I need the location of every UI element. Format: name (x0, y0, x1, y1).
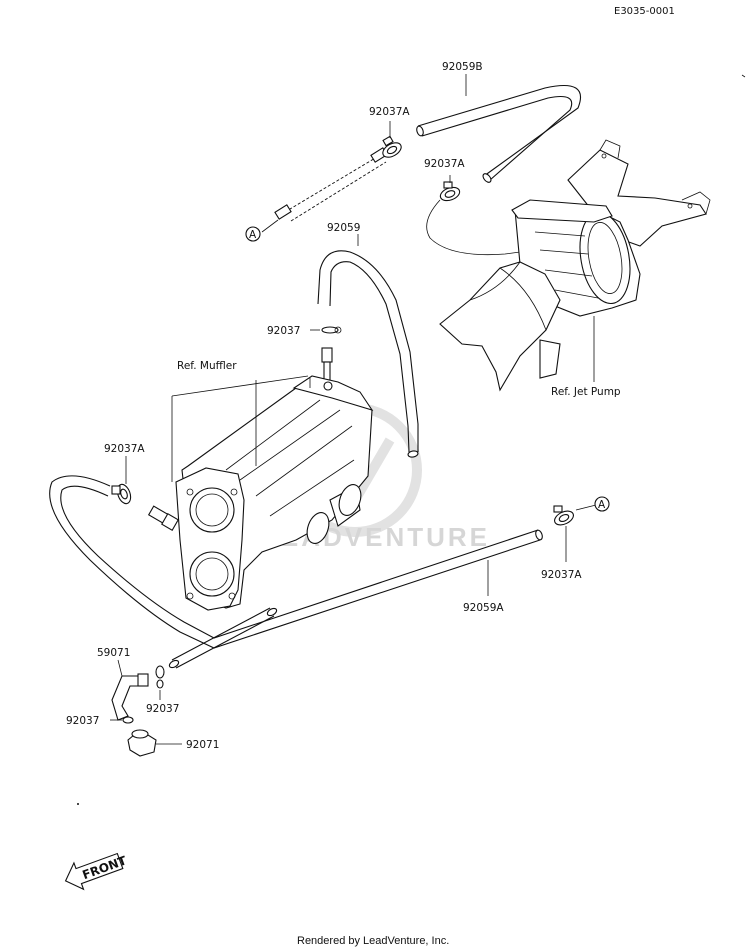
label-92037-clip: 92037 (267, 325, 300, 337)
hose-92059B (416, 84, 582, 183)
clip-92037-mid (155, 665, 165, 700)
elbow-59071 (111, 659, 149, 721)
front-arrow: FRONT (64, 852, 129, 891)
clamp-92037A-pump (426, 175, 521, 256)
callout-a-top: A (245, 226, 261, 242)
label-92037A-left: 92037A (104, 443, 145, 455)
footer-credit: Rendered by LeadVenture, Inc. (297, 935, 449, 947)
label-92071: 92071 (186, 739, 219, 751)
muffler (171, 375, 374, 611)
label-ref-muffler: Ref. Muffler (177, 360, 237, 372)
clamp-92037A-top (382, 121, 402, 158)
clip-92037-low (110, 716, 134, 724)
label-59071: 59071 (97, 647, 130, 659)
clamp-92037A-left (111, 456, 132, 505)
label-92037A-right: 92037A (541, 569, 582, 581)
label-92037A-top: 92037A (369, 106, 410, 118)
hidden-hose-top (261, 147, 388, 233)
label-92059A: 92059A (463, 602, 504, 614)
clip-92037 (310, 326, 342, 334)
clamp-92037A-right (553, 504, 597, 562)
label-92037A-pump: 92037A (424, 158, 465, 170)
callout-a-top-text: A (249, 229, 257, 241)
plug-92071 (127, 729, 182, 757)
label-92059B: 92059B (442, 61, 483, 73)
hose-92059 (317, 234, 419, 458)
fitting-left (147, 505, 179, 531)
front-label: FRONT (80, 853, 129, 882)
hose-92059A (49, 475, 543, 669)
label-92037-mid: 92037 (146, 703, 179, 715)
callout-a-right-text: A (598, 499, 606, 511)
label-92037-low: 92037 (66, 715, 99, 727)
callout-a-right: A (594, 496, 610, 512)
label-ref-jet-pump: Ref. Jet Pump (551, 386, 621, 398)
jet-pump (439, 139, 711, 392)
label-92059: 92059 (327, 222, 360, 234)
diagram-code: E3035-0001 (614, 6, 675, 17)
